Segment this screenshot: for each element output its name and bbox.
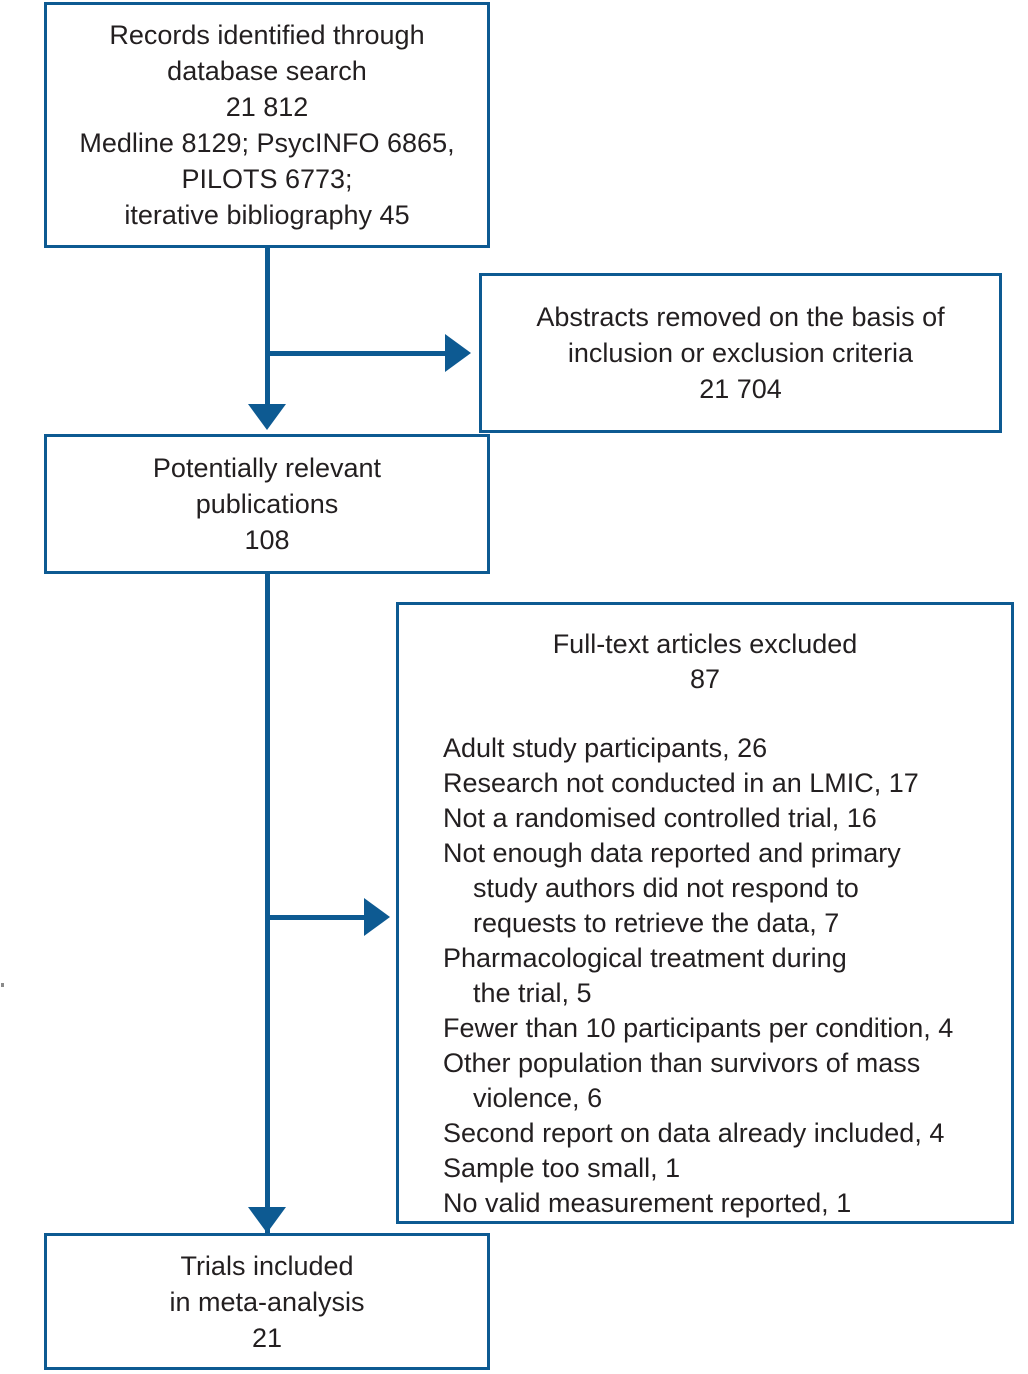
exclusion-reason: Not a randomised controlled trial, 16 [443,803,877,833]
potentially-relevant-box: Potentially relevant publications 108 [44,434,490,574]
arrowhead-into-full-text-excluded [364,898,390,936]
full-text-excluded-count: 87 [689,664,721,694]
records-line-5: PILOTS 6773; [181,164,353,194]
exclusion-reason: Fewer than 10 participants per condition… [443,1013,954,1043]
connector-potentially-relevant-to-trials-stem [265,574,270,1239]
exclusion-reason: Research not conducted in an LMIC, 17 [443,768,919,798]
exclusion-reason: Second report on data already included, … [443,1118,945,1148]
exclusion-reason: Pharmacological treatment during [443,943,847,973]
page-artifact-mark [1,983,4,987]
trials-line-1: Trials included [180,1250,354,1281]
trials-line-2: in meta-analysis [169,1286,365,1317]
excluded-heading-text: Full-text articles excluded [552,629,858,659]
records-identified-box: Records identified through database sear… [44,2,490,248]
records-line-1: Records identified through [109,20,425,50]
records-total-count: 21 812 [225,92,309,122]
exclusion-reason: Adult study participants, 26 [443,733,768,763]
records-line-2: database search [167,56,367,86]
connector-potentially-relevant-to-excluded-stem [268,915,366,920]
records-line-4: Medline 8129; PsycINFO 6865, [79,128,455,158]
exclusion-reason: Sample too small, 1 [443,1153,681,1183]
connector-records-to-abstracts-removed-stem [268,351,448,356]
arrowhead-into-abstracts-removed [445,334,471,372]
exclusion-reason-continuation: requests to retrieve the data, 7 [473,908,840,938]
connector-records-to-potentially-relevant-stem [265,248,270,412]
abstracts-line-1: Abstracts removed on the basis of [536,302,945,332]
exclusion-reason: No valid measurement reported, 1 [443,1188,852,1218]
arrowhead-into-potentially-relevant [248,404,286,430]
trials-included-box: Trials included in meta-analysis 21 [44,1233,490,1370]
exclusion-reason: Not enough data reported and primary [443,838,901,868]
records-line-6: iterative bibliography 45 [124,200,410,230]
arrowhead-into-trials-included [248,1207,286,1233]
abstracts-removed-count: 21 704 [699,374,782,404]
exclusion-reason-continuation: violence, 6 [473,1083,603,1113]
potential-line-1: Potentially relevant [152,453,382,483]
exclusion-reason: Other population than survivors of mass [443,1048,921,1078]
potential-line-2: publications [195,489,339,519]
full-text-excluded-box: Full-text articles excluded 87 Adult stu… [396,602,1014,1224]
full-text-excluded-heading: Full-text articles excluded 87 [399,627,1011,697]
trials-included-count: 21 [251,1322,283,1353]
exclusion-reason-list: Adult study participants, 26 Research no… [399,731,1011,1221]
abstracts-removed-box: Abstracts removed on the basis of inclus… [479,273,1002,433]
exclusion-reason-continuation: the trial, 5 [473,978,592,1008]
potentially-relevant-count: 108 [244,525,290,555]
exclusion-reason-continuation: study authors did not respond to [473,873,859,903]
abstracts-line-2: inclusion or exclusion criteria [567,338,914,368]
